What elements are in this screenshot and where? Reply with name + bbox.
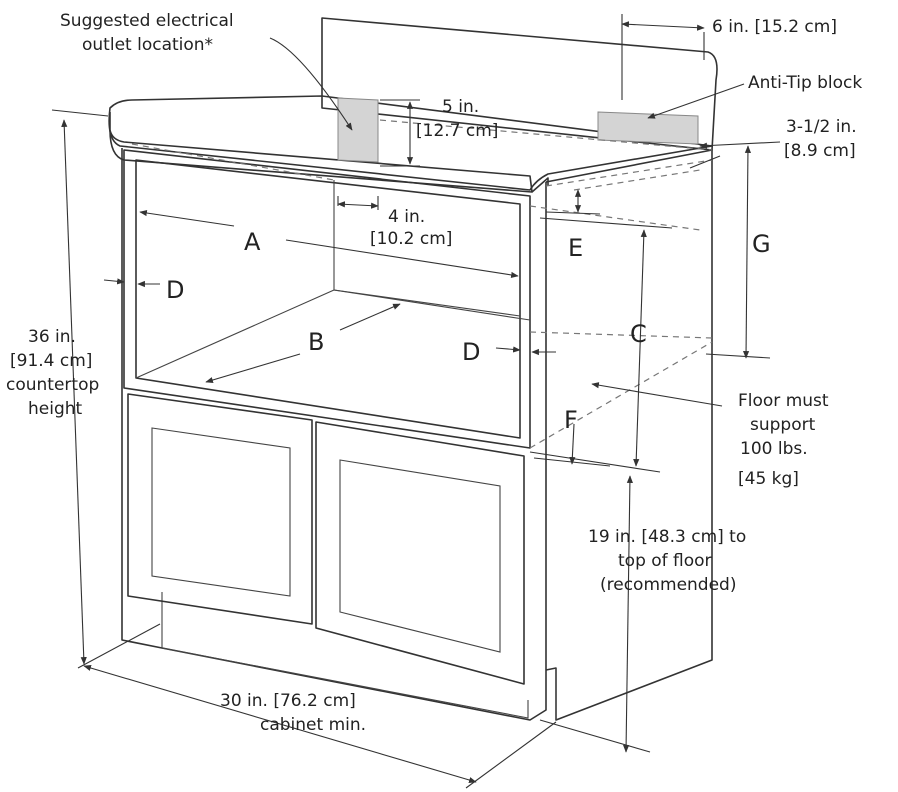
letter-e: E (568, 234, 583, 262)
anti-tip-block (597, 111, 699, 145)
backsplash (321, 17, 718, 151)
three-half-in-label: 3-1/2 in. [8.9 cm] (784, 117, 857, 161)
letter-a: A (244, 228, 261, 256)
svg-text:4 in.: 4 in. (388, 207, 425, 227)
countertop-height-label: 36 in. [91.4 cm] countertop height (6, 327, 99, 419)
svg-text:Suggested electrical: Suggested electrical (60, 11, 234, 31)
letter-d-left: D (166, 276, 184, 304)
svg-text:100 lbs.: 100 lbs. (740, 439, 808, 459)
svg-text:[8.9 cm]: [8.9 cm] (784, 141, 856, 161)
letter-g: G (752, 230, 771, 258)
svg-text:3-1/2 in.: 3-1/2 in. (786, 117, 857, 137)
cabinet-drawing (108, 17, 718, 721)
letter-f: F (564, 406, 578, 434)
door-left (127, 393, 313, 625)
svg-text:cabinet min.: cabinet min. (260, 715, 366, 735)
door-right (315, 421, 525, 685)
six-in-label: 6 in. [15.2 cm] (712, 17, 837, 37)
countertop-front-edge (109, 112, 533, 193)
letter-d-right: D (462, 338, 480, 366)
outlet-location (337, 97, 379, 163)
letter-c: C (630, 320, 647, 348)
outlet-label: Suggested electrical outlet location* (60, 11, 234, 55)
cabinet-side (545, 149, 713, 721)
countertop (108, 95, 713, 191)
svg-text:top of floor: top of floor (618, 551, 712, 571)
four-in-label: 4 in. [10.2 cm] (370, 207, 452, 249)
svg-text:outlet location*: outlet location* (82, 35, 213, 55)
thirty-in-label: 30 in. [76.2 cm] cabinet min. (220, 691, 366, 735)
dimension-lines (51, 14, 781, 789)
svg-text:19 in. [48.3 cm] to: 19 in. [48.3 cm] to (588, 527, 746, 547)
svg-text:[91.4 cm]: [91.4 cm] (10, 351, 92, 371)
letter-b: B (308, 328, 324, 356)
nineteen-in-label: 19 in. [48.3 cm] to top of floor (recomm… (588, 527, 746, 595)
svg-text:height: height (28, 399, 83, 419)
opening-inner-frame (135, 159, 521, 439)
svg-text:30 in. [76.2 cm]: 30 in. [76.2 cm] (220, 691, 356, 711)
svg-text:5 in.: 5 in. (442, 97, 479, 117)
svg-text:countertop: countertop (6, 375, 99, 395)
svg-text:[12.7 cm]: [12.7 cm] (416, 121, 498, 141)
opening-frame (123, 149, 531, 449)
svg-text:support: support (750, 415, 816, 435)
anti-tip-label: Anti-Tip block (748, 73, 862, 93)
svg-text:[10.2 cm]: [10.2 cm] (370, 229, 452, 249)
svg-text:[45 kg]: [45 kg] (738, 469, 799, 489)
svg-text:36 in.: 36 in. (28, 327, 76, 347)
svg-text:(recommended): (recommended) (600, 575, 736, 595)
svg-text:Floor must: Floor must (738, 391, 829, 411)
floor-support-label: Floor must support 100 lbs. [45 kg] (738, 391, 829, 489)
five-in-label: 5 in. [12.7 cm] (416, 97, 498, 141)
